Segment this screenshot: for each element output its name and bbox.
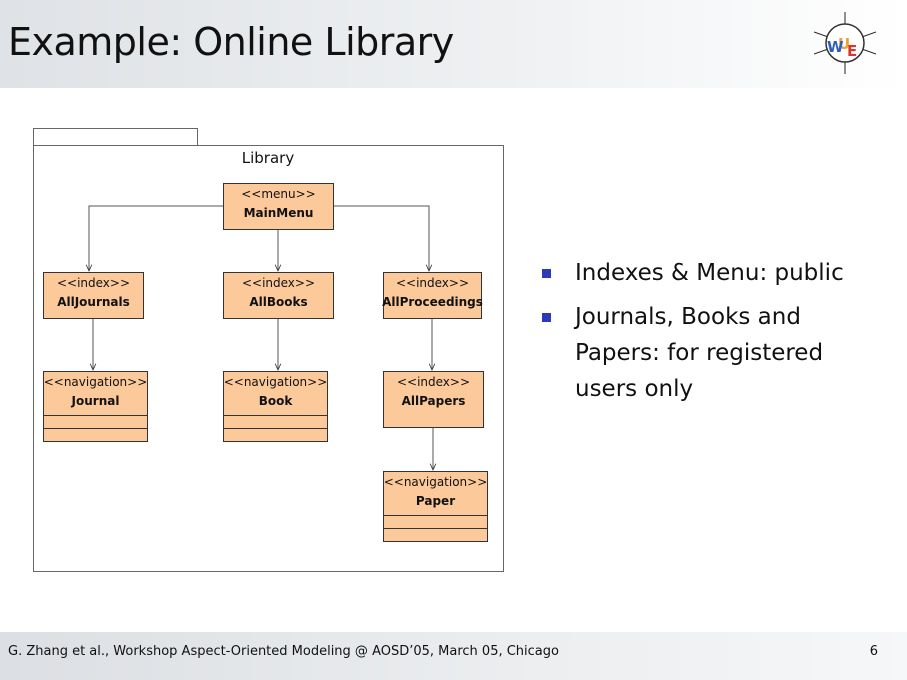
node-stereotype: <<index>> xyxy=(242,276,315,290)
node-stereotype: <<index>> xyxy=(57,276,130,290)
bullet-text: Journals, Books and Papers: for register… xyxy=(575,304,824,402)
package-title: Library xyxy=(242,149,295,167)
node-name: AllBooks xyxy=(249,295,307,309)
node-stereotype: <<index>> xyxy=(396,276,469,290)
node-stereotype: <<index>> xyxy=(397,375,470,389)
node-box xyxy=(383,471,488,542)
square-bullet-icon xyxy=(542,313,551,322)
node-stereotype: <<menu>> xyxy=(241,187,316,201)
logo-letter-u: U xyxy=(838,35,850,53)
node-box xyxy=(223,371,328,442)
bullet-item: Indexes & Menu: public xyxy=(540,255,890,291)
bullet-text: Indexes & Menu: public xyxy=(575,260,844,286)
page-number: 6 xyxy=(869,644,878,659)
edge-main-menu-to-all-journals xyxy=(89,205,223,271)
nodes: <<menu>>MainMenu<<index>>AllJournals<<in… xyxy=(43,183,488,542)
edges xyxy=(89,205,433,470)
node-box xyxy=(383,272,482,319)
node-name: Journal xyxy=(71,394,120,408)
node-name: MainMenu xyxy=(244,206,314,220)
node-name: AllPapers xyxy=(402,394,466,408)
node-name: AllProceedings xyxy=(382,295,483,309)
node-box xyxy=(383,371,484,428)
node-journal: <<navigation>> Journal xyxy=(43,371,148,442)
slide-title: Example: Online Library xyxy=(8,20,454,64)
slide-header: Example: Online Library U W E xyxy=(0,0,907,88)
node-name: AllJournals xyxy=(57,295,130,309)
bullet-item: Journals, Books and Papers: for register… xyxy=(540,299,890,407)
logo-letter-w: W xyxy=(827,38,844,56)
node-all-papers: <<index>> AllPapers xyxy=(383,371,484,428)
footer-text: G. Zhang et al., Workshop Aspect-Oriente… xyxy=(8,644,559,659)
node-name: Paper xyxy=(416,494,455,508)
node-all-journals: <<index>> AllJournals xyxy=(43,272,144,319)
node-book: <<navigation>> Book xyxy=(223,371,328,442)
node-stereotype: <<navigation>> xyxy=(384,475,488,489)
node-box xyxy=(43,371,148,442)
node-box xyxy=(223,183,334,230)
logo-letter-e: E xyxy=(847,42,857,60)
node-box xyxy=(43,272,144,319)
bullet-list: Indexes & Menu: public Journals, Books a… xyxy=(540,255,890,415)
node-box xyxy=(223,272,334,319)
uwe-logo: U W E xyxy=(814,12,876,74)
edge-main-menu-to-all-proceedings xyxy=(333,205,429,271)
package-tab xyxy=(33,128,198,146)
node-stereotype: <<navigation>> xyxy=(44,375,148,389)
node-all-books: <<index>> AllBooks xyxy=(223,272,334,319)
node-stereotype: <<navigation>> xyxy=(224,375,328,389)
slide-footer: G. Zhang et al., Workshop Aspect-Oriente… xyxy=(0,632,907,680)
node-name: Book xyxy=(259,394,294,408)
node-paper: <<navigation>> Paper xyxy=(383,471,488,542)
node-all-proceedings: <<index>> AllProceedings xyxy=(382,272,483,319)
node-main-menu: <<menu>> MainMenu xyxy=(223,183,334,230)
square-bullet-icon xyxy=(542,269,551,278)
